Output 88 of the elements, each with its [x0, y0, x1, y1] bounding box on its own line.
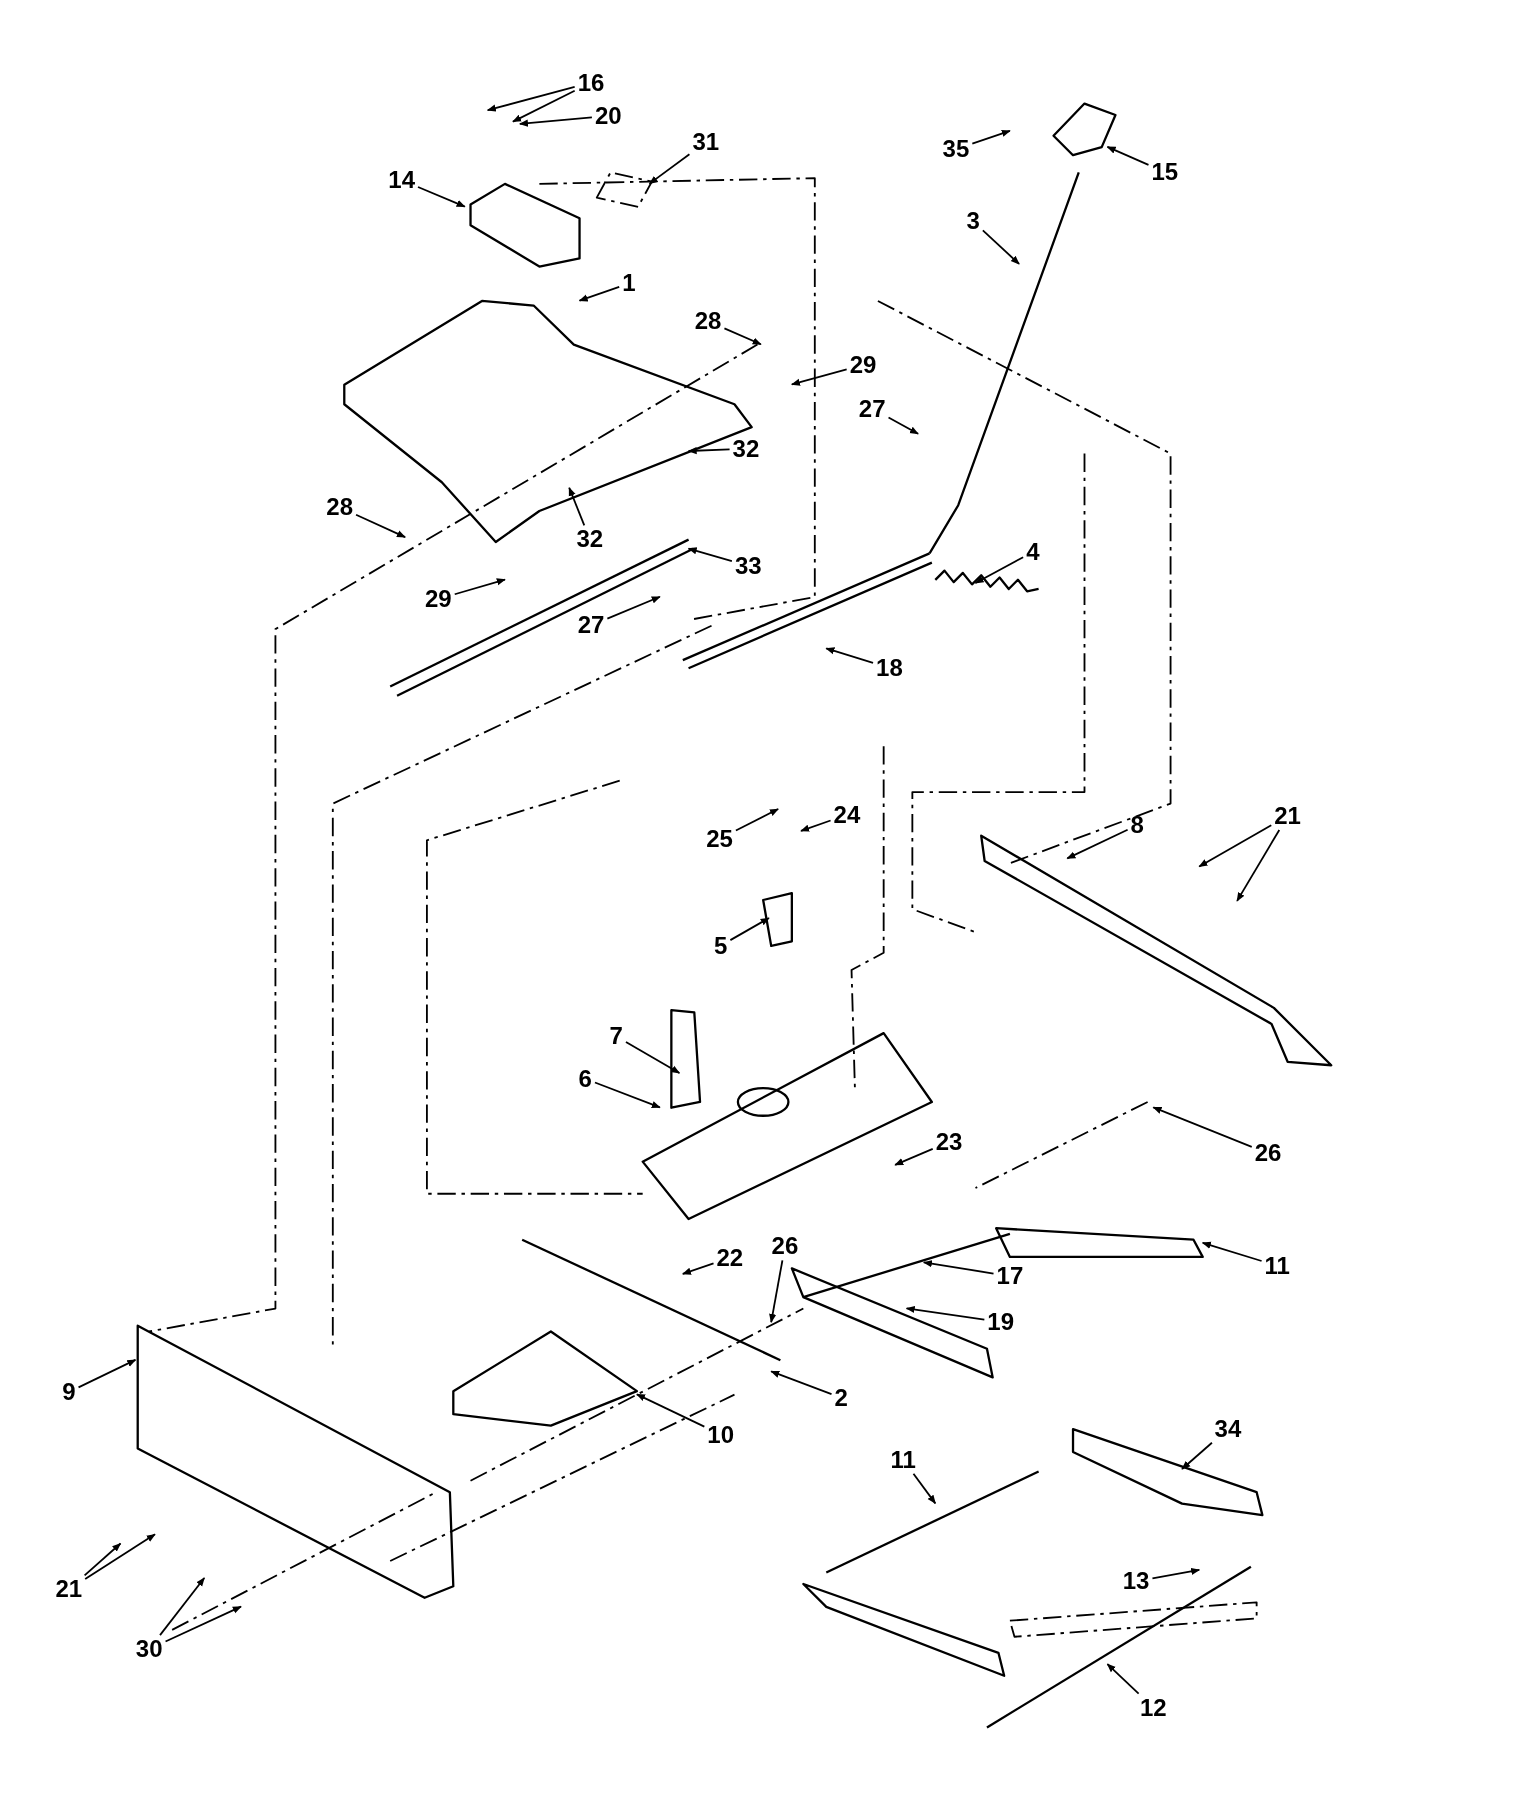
- callout-number: 26: [769, 1233, 801, 1260]
- leader-line: [83, 1542, 122, 1577]
- leader-line: [77, 1359, 137, 1389]
- leader-line: [735, 808, 779, 832]
- leader-line: [723, 327, 762, 346]
- callout-number: 3: [964, 208, 982, 235]
- leader-line: [981, 229, 1020, 265]
- callout-number: 14: [386, 167, 417, 194]
- leader-line: [518, 116, 593, 127]
- callout-number: 29: [423, 586, 454, 613]
- callout-number: 11: [1262, 1252, 1292, 1279]
- callout-number: 21: [1272, 802, 1303, 829]
- leader-line: [1106, 1663, 1140, 1695]
- callout-number: 28: [324, 494, 356, 521]
- leader-line: [1066, 828, 1129, 860]
- callout-number: 5: [712, 932, 730, 959]
- leader-line: [800, 819, 832, 832]
- callout-number: 31: [690, 129, 722, 156]
- callout-number: 15: [1149, 159, 1181, 186]
- callout-number: 18: [874, 654, 905, 681]
- callout-number: 8: [1128, 812, 1146, 839]
- leader-line: [648, 153, 691, 185]
- callout-number: 13: [1120, 1568, 1152, 1595]
- leader-line: [1151, 1567, 1201, 1580]
- leader-line: [578, 285, 621, 302]
- leader-line: [453, 578, 506, 596]
- callout-number: 24: [831, 801, 863, 828]
- callout-number: 6: [576, 1065, 594, 1092]
- leader-line: [887, 416, 919, 435]
- leader-line: [729, 917, 770, 941]
- leader-line: [568, 486, 586, 527]
- leader-line: [922, 1260, 995, 1275]
- callout-number: 9: [60, 1379, 78, 1406]
- callout-number: 23: [933, 1128, 965, 1155]
- callout-number: 27: [856, 395, 888, 422]
- leader-line: [1106, 146, 1150, 166]
- leader-line: [606, 595, 661, 620]
- callout-number: 2: [832, 1384, 850, 1411]
- callout-number: 10: [705, 1421, 737, 1448]
- callout-number: 29: [847, 351, 879, 378]
- callout-number: 20: [592, 102, 624, 129]
- leader-line: [769, 1259, 784, 1323]
- callout-number: 7: [607, 1023, 625, 1050]
- callout-number: 12: [1138, 1694, 1169, 1721]
- leader-line: [486, 86, 576, 112]
- leader-line: [1198, 824, 1273, 868]
- leader-line: [1181, 1441, 1213, 1470]
- leader-line: [625, 1041, 681, 1074]
- callout-number: 22: [714, 1244, 746, 1271]
- leader-line: [687, 547, 733, 562]
- leader-line: [974, 556, 1025, 584]
- leader-line: [790, 368, 848, 386]
- callout-number: 34: [1212, 1415, 1244, 1442]
- callout-number: 19: [985, 1309, 1017, 1336]
- leader-line: [1152, 1106, 1253, 1148]
- leader-line: [912, 1472, 937, 1505]
- callout-number: 27: [575, 612, 607, 639]
- callout-number: 16: [575, 69, 607, 96]
- callout-number: 21: [53, 1576, 85, 1603]
- leader-line: [512, 89, 576, 123]
- callout-number: 32: [730, 435, 762, 462]
- leader-line: [905, 1305, 986, 1321]
- leader-line: [687, 447, 731, 455]
- leader-line: [770, 1370, 833, 1396]
- callout-number: 33: [732, 552, 764, 579]
- callout-number: 1: [620, 270, 638, 297]
- leader-line: [971, 129, 1011, 145]
- callout-number: 32: [574, 526, 606, 553]
- leader-line: [1201, 1241, 1263, 1262]
- leader-line: [164, 1605, 242, 1643]
- callout-number: 11: [888, 1446, 918, 1473]
- leader-line: [417, 186, 466, 208]
- leader-line: [1236, 829, 1281, 902]
- leader-line: [84, 1533, 156, 1580]
- leader-line: [355, 513, 406, 538]
- leader-line: [825, 647, 874, 664]
- callout-number: 25: [704, 825, 735, 852]
- callout-number: 28: [692, 308, 724, 335]
- callout-number: 35: [940, 136, 972, 163]
- leader-line: [894, 1147, 934, 1166]
- leader-line: [636, 1393, 706, 1428]
- callout-number: 17: [994, 1263, 1026, 1290]
- callout-number: 26: [1252, 1140, 1284, 1167]
- leader-line: [681, 1262, 715, 1275]
- callout-number: 4: [1024, 539, 1042, 565]
- leader-line: [594, 1081, 661, 1109]
- leader-line: [159, 1577, 206, 1636]
- callout-number: 30: [133, 1636, 165, 1663]
